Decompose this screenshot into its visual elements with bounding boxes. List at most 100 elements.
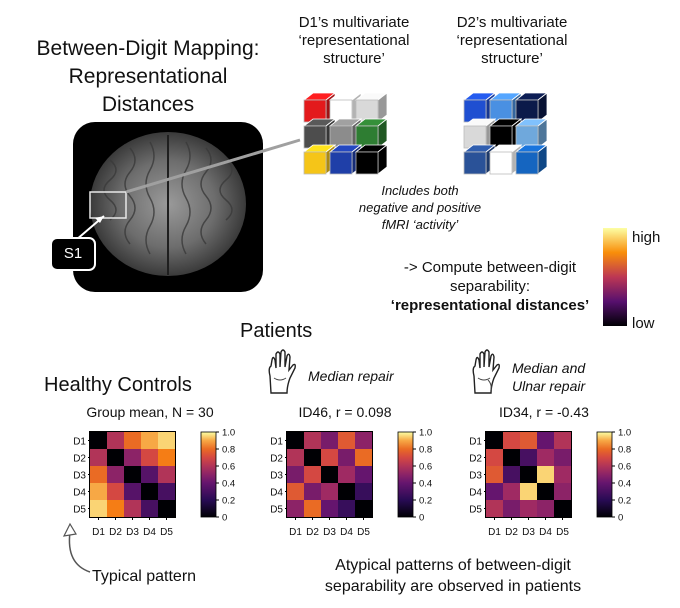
heatmap-cell — [287, 432, 304, 449]
heatmap-cell — [520, 449, 537, 466]
y-tick-label: D2 — [469, 454, 482, 465]
heatmap-cell — [124, 483, 141, 500]
heatmap-cell — [304, 466, 321, 483]
heatmap-cell — [503, 449, 520, 466]
atypical-caption-2: separability are observed in patients — [324, 578, 582, 595]
d1-voxel — [354, 92, 389, 123]
heatmap-cell — [537, 466, 554, 483]
heatmap-cell — [321, 466, 338, 483]
matrix-title-id34: ID34, r = -0.43 — [499, 404, 589, 420]
heatmap-cell — [304, 500, 321, 517]
heatmap-cell — [107, 432, 124, 449]
heatmap-cell — [503, 500, 520, 517]
y-tick-label: D4 — [469, 488, 482, 499]
y-tick-label: D4 — [73, 488, 86, 499]
heatmap-cell — [338, 483, 355, 500]
colorbar-tick-label: 0.4 — [222, 479, 235, 490]
x-tick-label: D4 — [539, 527, 552, 538]
compute-line-2: separability: — [449, 278, 531, 295]
compute-line-1: -> Compute between-digit — [403, 259, 577, 276]
heatmap-cell — [321, 500, 338, 517]
typical-pattern-caption: Typical pattern — [92, 568, 197, 585]
distance-colorbar — [603, 228, 627, 326]
x-tick-label: D1 — [92, 527, 105, 538]
colorbar-tick-label: 0.2 — [419, 496, 432, 507]
heatmap-cell — [124, 449, 141, 466]
heatmap-colorbar — [596, 431, 613, 518]
heatmap-cell — [124, 500, 141, 517]
d2-title-3: structure’ — [481, 50, 543, 67]
heatmap-cell — [486, 500, 503, 517]
heatmap-cell — [90, 500, 107, 517]
scale-high: high — [632, 229, 661, 246]
x-tick-label: D1 — [488, 527, 501, 538]
colorbar-tick-label: 0 — [419, 513, 424, 524]
x-tick-label: D1 — [289, 527, 302, 538]
heatmap-cell — [90, 466, 107, 483]
colorbar-tick-label: 0 — [222, 513, 227, 524]
heatmap-cell — [486, 466, 503, 483]
y-tick-label: D3 — [469, 471, 482, 482]
heatmap-cell — [503, 466, 520, 483]
heatmap-cell — [338, 449, 355, 466]
heatmap-cell — [287, 483, 304, 500]
x-tick-label: D3 — [126, 527, 139, 538]
matrix-title-controls: Group mean, N = 30 — [86, 404, 214, 420]
heatmap-cell — [321, 449, 338, 466]
atypical-caption-1: Atypical patterns of between-digit — [335, 557, 571, 574]
colorbar-tick-label: 1.0 — [618, 428, 631, 439]
heatmap-cell — [355, 432, 372, 449]
note-line-1: Includes both — [381, 183, 459, 198]
x-tick-label: D2 — [109, 527, 122, 538]
heatmap-cell — [503, 432, 520, 449]
d2-voxel — [514, 92, 549, 123]
heatmap-cell — [141, 483, 158, 500]
colorbar-tick-label: 0.8 — [222, 445, 235, 456]
note-line-2: negative and positive — [358, 200, 482, 215]
colorbar-tick-label: 0.2 — [222, 496, 235, 507]
hand-icon-median — [268, 349, 296, 394]
y-tick-label: D3 — [270, 471, 283, 482]
colorbar-tick-label: 0.8 — [618, 445, 631, 456]
y-tick-label: D5 — [270, 505, 283, 516]
heatmap-cell — [520, 500, 537, 517]
colorbar-tick-label: 0 — [618, 513, 623, 524]
colorbar-tick-label: 1.0 — [222, 428, 235, 439]
heatmap-cell — [107, 466, 124, 483]
heatmap-cell — [554, 500, 571, 517]
scale-low: low — [632, 315, 655, 332]
heatmap-cell — [520, 432, 537, 449]
heatmap-colorbar — [200, 431, 217, 518]
title-line-2: Representational — [68, 65, 228, 88]
heatmap-cell — [90, 483, 107, 500]
y-tick-label: D2 — [270, 454, 283, 465]
d1-voxel-cube — [302, 92, 389, 175]
heatmap-cell — [537, 432, 554, 449]
y-tick-label: D5 — [73, 505, 86, 516]
heatmap-cell — [304, 432, 321, 449]
compute-line-3: ‘representational distances’ — [390, 297, 590, 314]
colorbar-tick-label: 0.2 — [618, 496, 631, 507]
colorbar-tick-label: 0.6 — [222, 462, 235, 473]
roi-connector — [125, 138, 301, 194]
d2-title-2: ‘representational — [456, 32, 568, 49]
heatmap-cell — [124, 432, 141, 449]
heatmap-cell — [287, 466, 304, 483]
x-tick-label: D5 — [556, 527, 569, 538]
heatmap-cell — [304, 483, 321, 500]
heatmap-cell — [355, 449, 372, 466]
heatmap-cell — [554, 432, 571, 449]
title-line-1: Between-Digit Mapping: — [36, 37, 260, 60]
heatmap-cell — [537, 483, 554, 500]
y-tick-label: D5 — [469, 505, 482, 516]
y-tick-label: D1 — [469, 437, 482, 448]
heatmap-cell — [107, 483, 124, 500]
heatmap-cell — [355, 483, 372, 500]
heatmap-cell — [537, 500, 554, 517]
heatmap-colorbar — [397, 431, 414, 518]
heatmap-cell — [520, 483, 537, 500]
heatmap-cell — [486, 483, 503, 500]
heatmap-cell — [338, 500, 355, 517]
